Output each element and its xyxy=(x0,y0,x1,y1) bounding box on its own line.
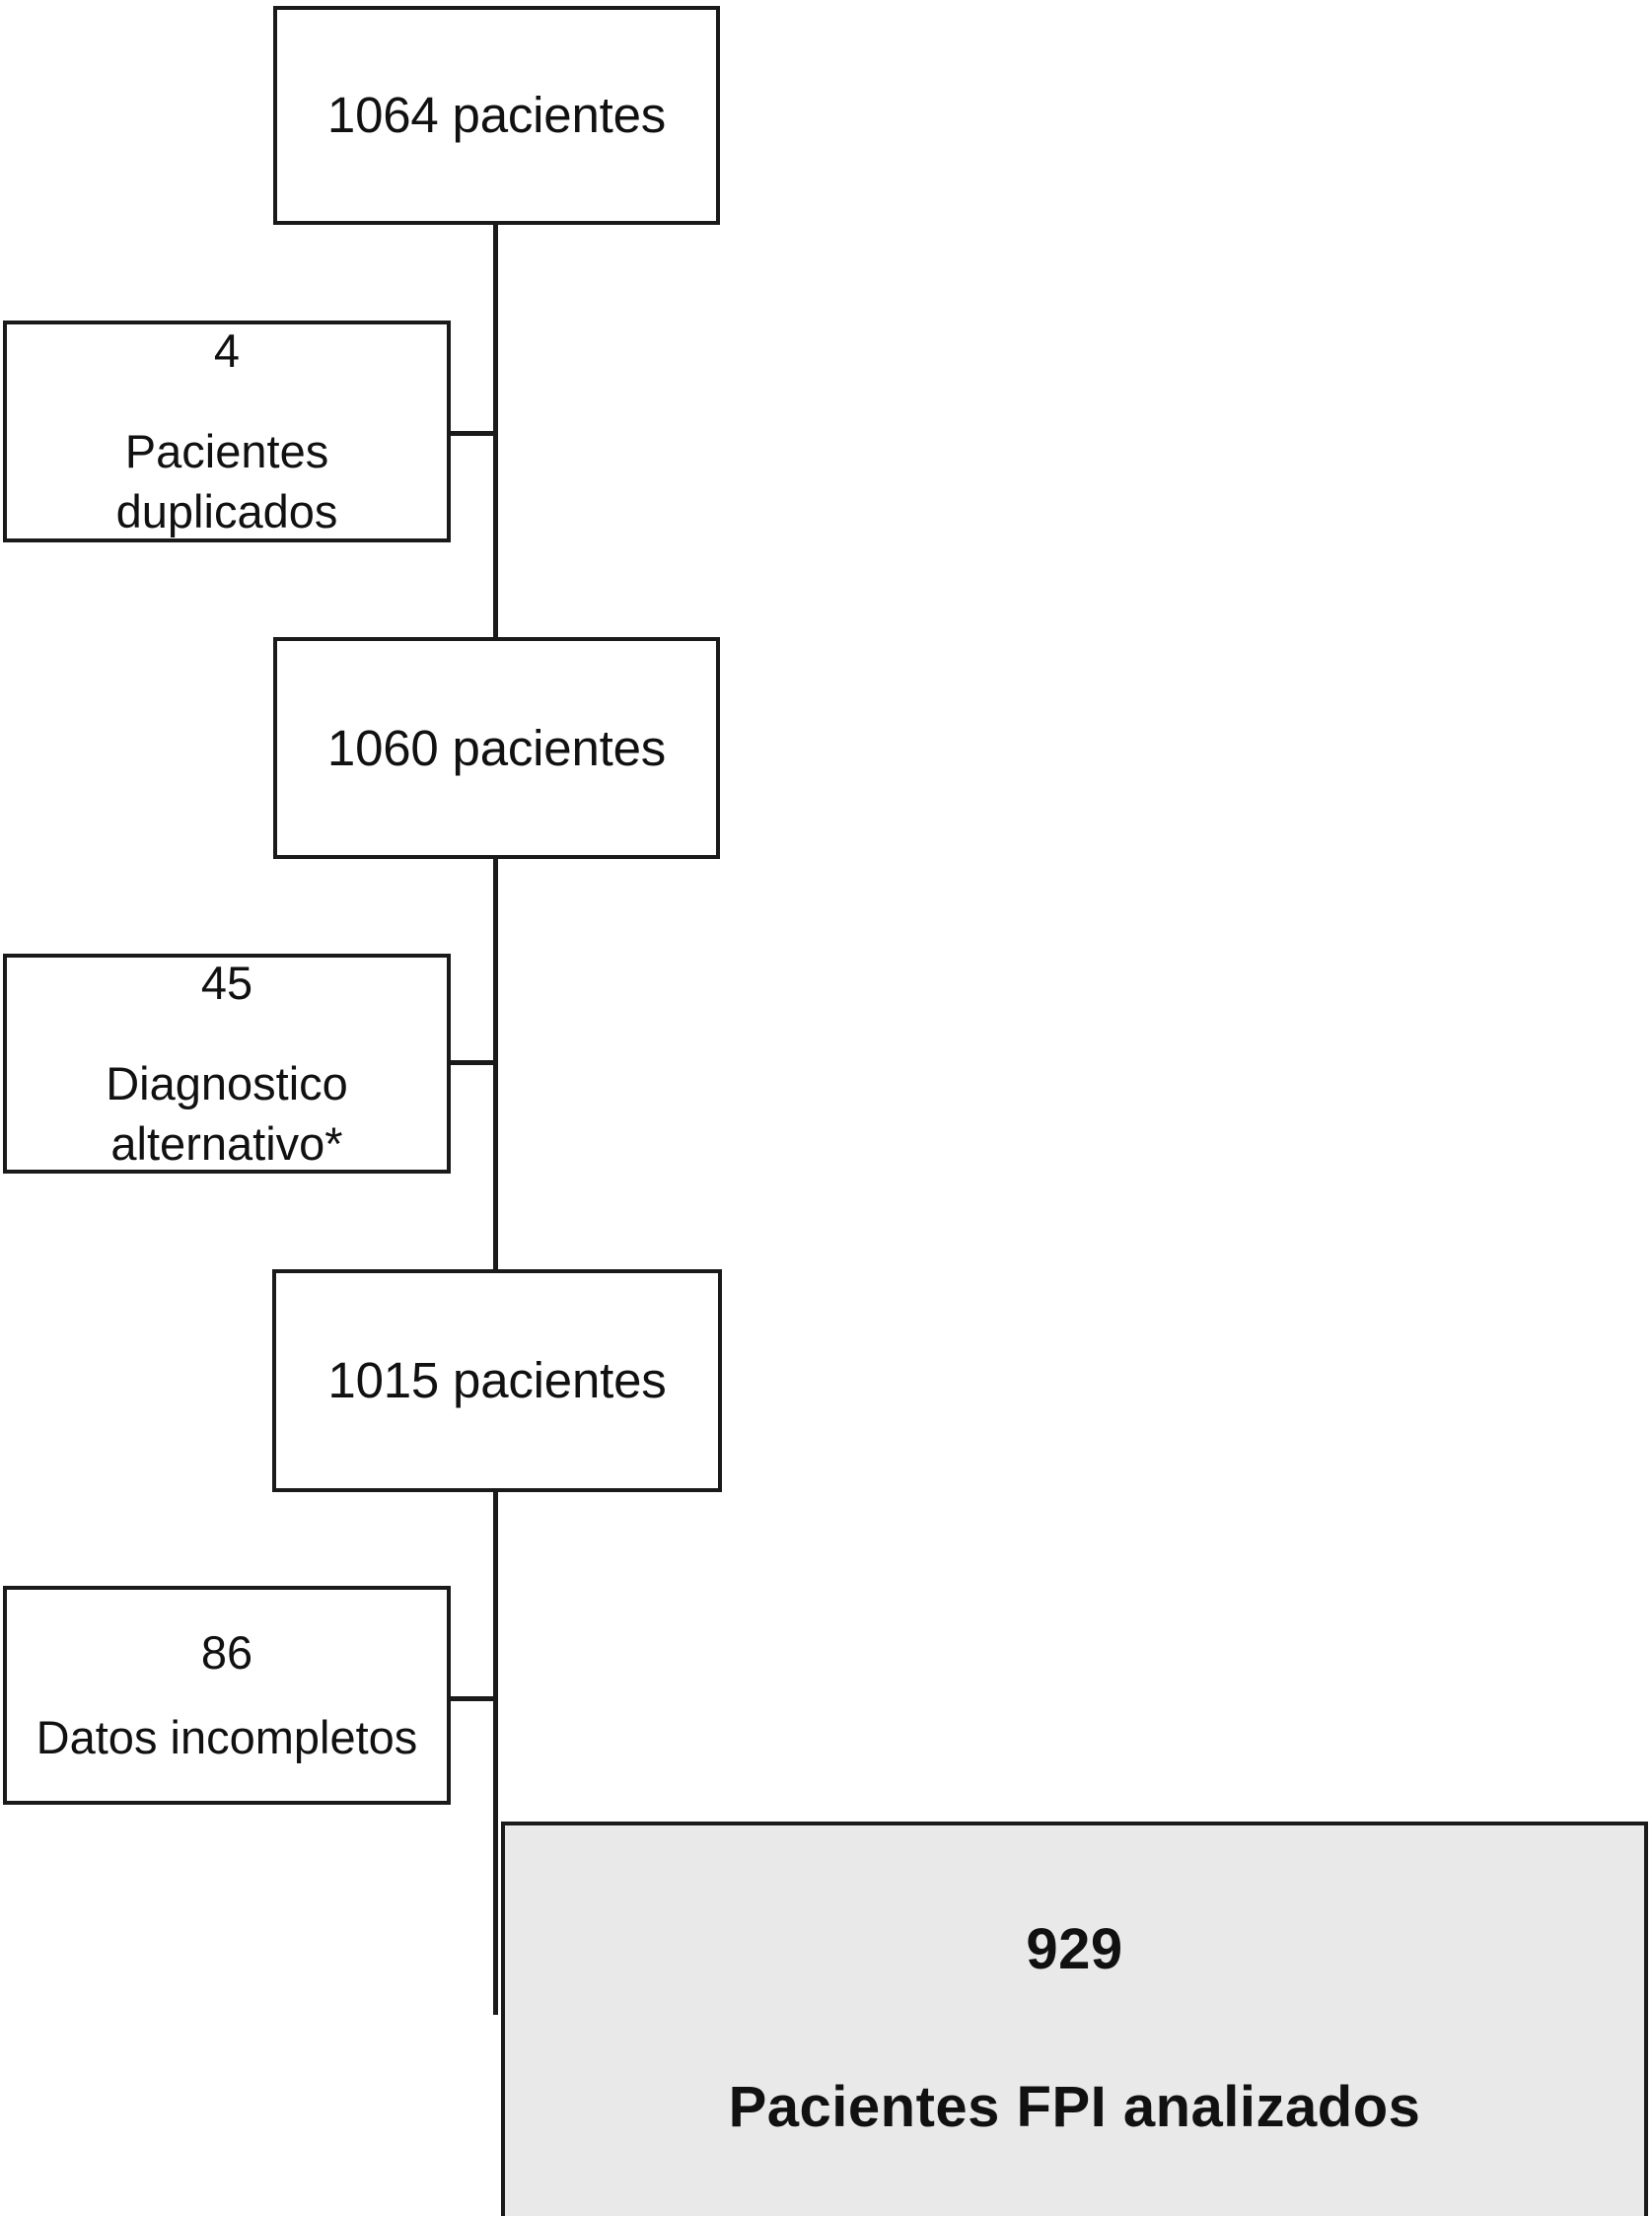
node-excluded-incomplete-data-label: Datos incompletos xyxy=(36,1711,418,1763)
node-after-duplicates-1060: 1060 pacientes xyxy=(273,637,720,859)
node-excluded-duplicates-label: Pacientes duplicados xyxy=(115,425,338,537)
node-enrolled-1064: 1064 pacientes xyxy=(273,6,720,225)
node-analyzed-count: 929 xyxy=(1026,1916,1123,1981)
node-enrolled-text: 1064 pacientes xyxy=(326,87,667,144)
connector-to-datos-box xyxy=(447,1696,496,1701)
connector-to-diagnostico-box xyxy=(447,1060,496,1065)
node-excluded-incomplete-data: 86 Datos incompletos xyxy=(3,1586,451,1805)
node-analyzed-result: 929 Pacientes FPI analizados xyxy=(501,1822,1648,2216)
node-excluded-incomplete-data-count: 86 xyxy=(200,1625,253,1679)
node-after-alt-diagnosis-text: 1015 pacientes xyxy=(327,1352,667,1409)
connector-to-duplicados-box xyxy=(447,431,496,436)
main-flow-connector-line xyxy=(493,225,498,2015)
node-after-duplicates-text: 1060 pacientes xyxy=(326,719,667,776)
node-excluded-alt-diagnosis-label: Diagnostico alternativo* xyxy=(106,1057,348,1170)
node-excluded-alt-diagnosis-count: 45 xyxy=(200,957,253,1010)
node-analyzed-label: Pacientes FPI analizados xyxy=(728,2075,1421,2139)
node-excluded-alt-diagnosis: 45 Diagnostico alternativo* xyxy=(3,954,451,1174)
node-excluded-duplicates-count: 4 xyxy=(213,324,241,378)
node-excluded-duplicates: 4 Pacientes duplicados xyxy=(3,321,451,542)
node-after-alt-diagnosis-1015: 1015 pacientes xyxy=(272,1269,722,1492)
